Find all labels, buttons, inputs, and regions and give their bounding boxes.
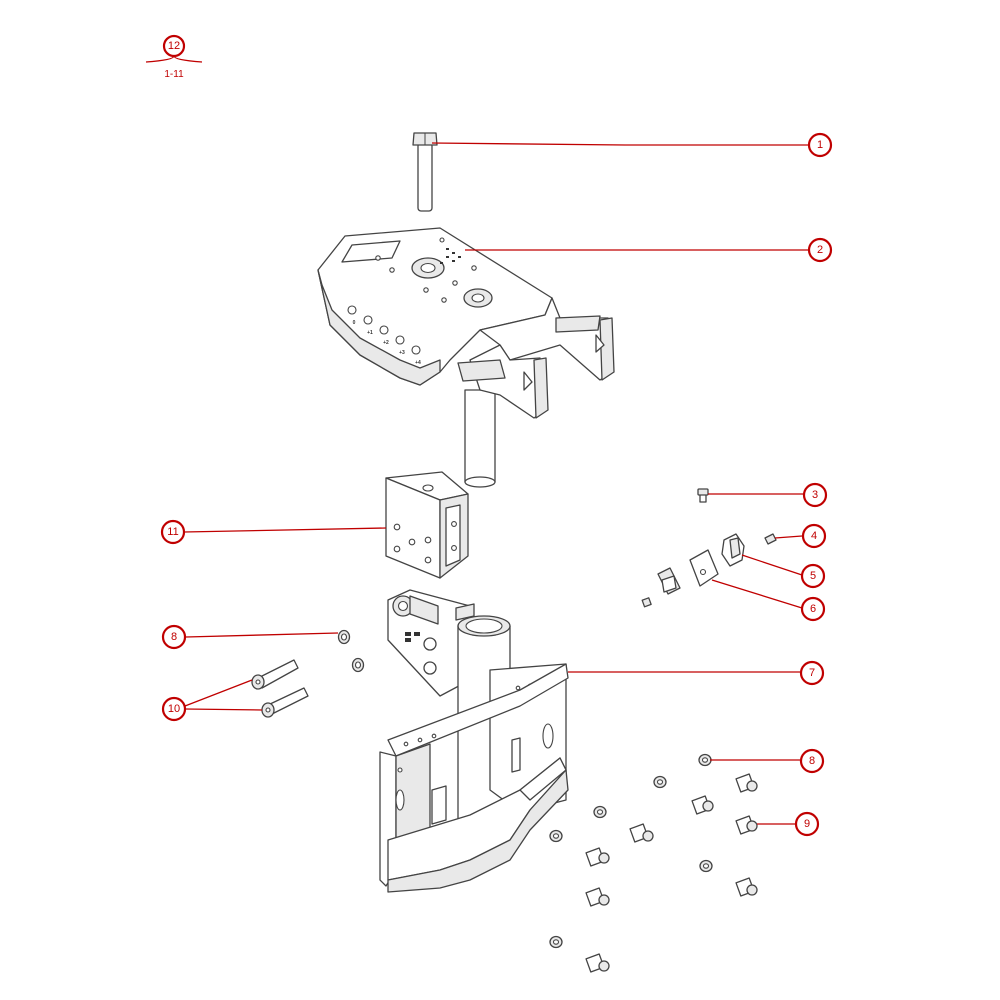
position-mark-1: +1 xyxy=(367,330,373,336)
leader-lines xyxy=(183,142,808,825)
callout-4: 4 xyxy=(801,523,827,549)
callout-11-label: 11 xyxy=(167,526,178,538)
bracket-slot xyxy=(341,240,401,263)
position-mark-4: +4 xyxy=(415,360,421,366)
callout-5-label: 5 xyxy=(810,570,816,582)
bolt-shank xyxy=(417,142,433,212)
assembly-ref-number: 12 xyxy=(168,40,180,52)
callout-3-label: 3 xyxy=(812,489,818,501)
assembly-reference: 12 1-11 xyxy=(145,34,203,80)
part-cap-screws xyxy=(585,773,758,973)
part-small-screw xyxy=(697,488,709,503)
callout-11: 11 xyxy=(160,519,186,545)
callout-10: 10 xyxy=(161,696,187,722)
callout-4-label: 4 xyxy=(811,530,817,542)
callout-1: 1 xyxy=(807,132,833,158)
bracket-marking xyxy=(440,248,461,264)
part-latch xyxy=(721,533,745,567)
callout-9: 9 xyxy=(794,811,820,837)
bracket-tab xyxy=(457,359,506,382)
part-washers-right xyxy=(549,753,713,949)
assembly-ref-range: 1-11 xyxy=(164,69,184,80)
position-mark-3: +3 xyxy=(399,350,405,356)
part-head-bracket: 0 +1 +2 +3 +4 xyxy=(317,227,615,488)
part-main-frame xyxy=(379,589,569,893)
callout-8-right-label: 8 xyxy=(809,755,815,767)
callout-7-label: 7 xyxy=(809,667,815,679)
callout-8-left-label: 8 xyxy=(171,631,177,643)
part-clamp-plate xyxy=(385,471,469,579)
callout-8-right: 8 xyxy=(799,748,825,774)
callout-9-label: 9 xyxy=(804,818,810,830)
callout-6: 6 xyxy=(800,596,826,622)
callout-2-label: 2 xyxy=(817,244,823,256)
part-catch-plate xyxy=(641,549,719,608)
bracket-side-wall xyxy=(317,269,441,386)
callout-1-label: 1 xyxy=(817,139,823,151)
position-mark-2: +2 xyxy=(383,340,389,346)
assembly-ref-bracket xyxy=(145,55,203,63)
part-long-screws xyxy=(251,659,309,718)
position-holes: 0 +1 +2 +3 +4 xyxy=(347,305,421,366)
callout-2: 2 xyxy=(807,237,833,263)
part-pin xyxy=(764,533,777,545)
callout-10-label: 10 xyxy=(168,703,180,715)
callout-5: 5 xyxy=(800,563,826,589)
position-mark-0: 0 xyxy=(353,320,356,326)
bracket-post xyxy=(464,389,496,483)
part-washers-left xyxy=(337,629,365,673)
callout-6-label: 6 xyxy=(810,603,816,615)
callout-7: 7 xyxy=(799,660,825,686)
part-bolt xyxy=(412,132,438,212)
callout-3: 3 xyxy=(802,482,828,508)
callout-8-left: 8 xyxy=(161,624,187,650)
